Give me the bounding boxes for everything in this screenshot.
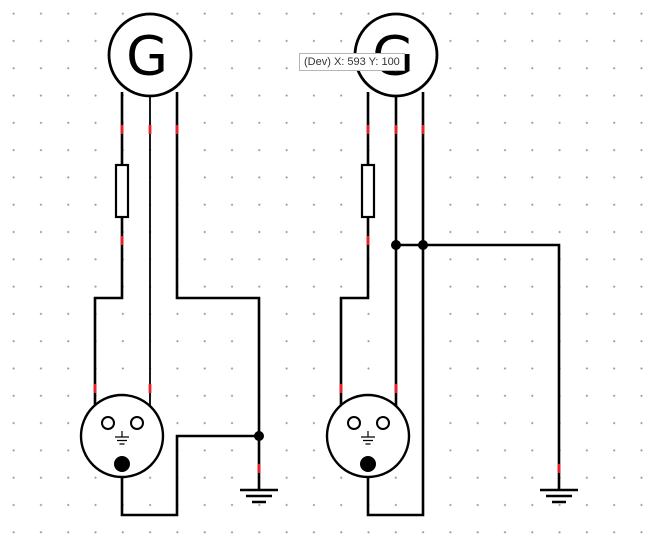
right-earth-wire[interactable] — [366, 92, 425, 517]
left-ground-symbol[interactable] — [240, 488, 278, 504]
right-socket-earth-icon — [361, 431, 375, 445]
left-circuit: G — [79, 12, 278, 517]
right-ground-symbol[interactable] — [540, 488, 578, 504]
right-junction-dot-2[interactable] — [418, 240, 428, 250]
left-socket-pin-n — [130, 416, 144, 430]
left-junction-dot[interactable] — [254, 431, 264, 441]
left-socket-earth-icon — [115, 431, 129, 445]
left-socket-symbol[interactable] — [79, 393, 165, 479]
right-fuse-symbol[interactable] — [360, 163, 376, 219]
left-socket-pin-l — [101, 416, 115, 430]
left-socket-pin-earth — [114, 456, 130, 472]
left-socket-return-wire[interactable] — [120, 434, 259, 517]
right-socket-symbol[interactable] — [325, 393, 411, 479]
left-fuse-symbol[interactable] — [114, 163, 130, 219]
right-circuit: G — [325, 12, 578, 517]
left-phase-wire[interactable] — [93, 92, 124, 418]
right-socket-pin-n — [376, 416, 390, 430]
right-socket-pin-earth — [360, 456, 376, 472]
left-generator-label: G — [126, 25, 168, 88]
right-socket-pin-l — [347, 416, 361, 430]
left-earth-wire[interactable] — [175, 92, 261, 490]
right-phase-wire[interactable] — [339, 92, 370, 418]
right-ground-bus-wire[interactable] — [396, 243, 561, 490]
coordinate-tooltip: (Dev) X: 593 Y: 100 — [299, 53, 405, 71]
right-pin-markers — [339, 125, 561, 473]
left-pin-markers — [93, 125, 261, 473]
right-junction-dot-1[interactable] — [391, 240, 401, 250]
left-generator-symbol[interactable] — [107, 12, 193, 98]
